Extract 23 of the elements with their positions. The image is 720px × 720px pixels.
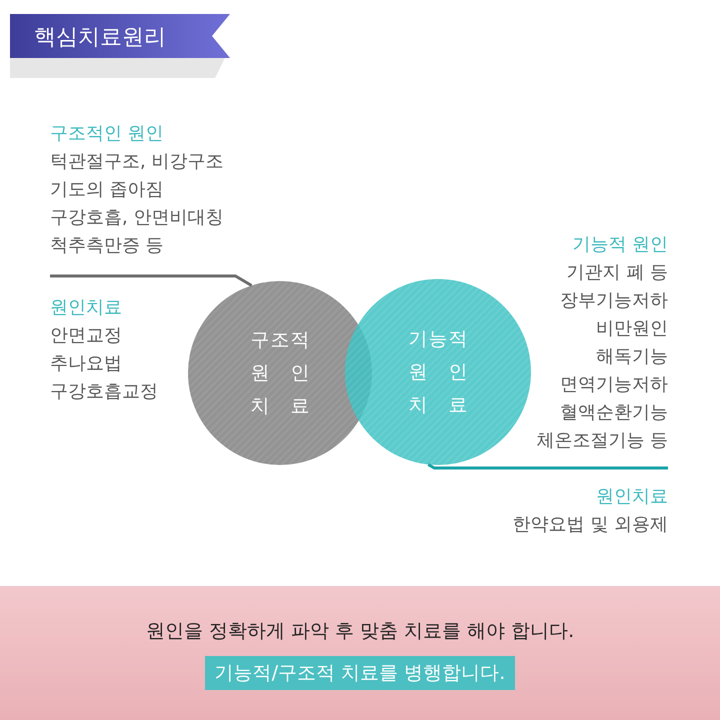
list-item: 구강호흡교정 xyxy=(50,380,159,404)
note-text: 원인을 정확하게 파악 후 맞춤 치료를 해야 합니다. xyxy=(146,619,574,644)
list-item: 해독기능 xyxy=(595,345,668,369)
list-item: 기도의 좁아짐 xyxy=(50,178,165,202)
section-heading: 원인치료 xyxy=(50,296,123,320)
circle-label: 기능적 원인 치료 xyxy=(408,326,468,418)
list-item: 안면교정 xyxy=(50,324,123,348)
circle-label: 구조적 원인 치료 xyxy=(250,328,310,418)
title: 핵심치료원리 xyxy=(34,24,166,52)
list-item: 추나요법 xyxy=(50,352,123,376)
leader-line xyxy=(50,274,252,287)
list-item: 구강호흡, 안면비대칭 xyxy=(50,206,224,230)
leader-line xyxy=(428,463,668,470)
list-item: 기관지 폐 등 xyxy=(566,261,668,285)
list-item: 턱관절구조, 비강구조 xyxy=(50,150,224,174)
list-item: 체온조절기능 등 xyxy=(535,429,668,453)
list-item: 척추측만증 등 xyxy=(50,234,165,258)
highlighted-text: 기능적/구조적 치료를 병행합니다. xyxy=(204,656,516,690)
list-item: 장부기능저하 xyxy=(559,289,668,313)
section-heading: 기능적 원인 xyxy=(571,233,668,257)
section-heading: 원인치료 xyxy=(595,485,668,509)
section-heading: 구조적인 원인 xyxy=(50,122,165,146)
list-item: 한약요법 및 외용제 xyxy=(512,513,668,537)
